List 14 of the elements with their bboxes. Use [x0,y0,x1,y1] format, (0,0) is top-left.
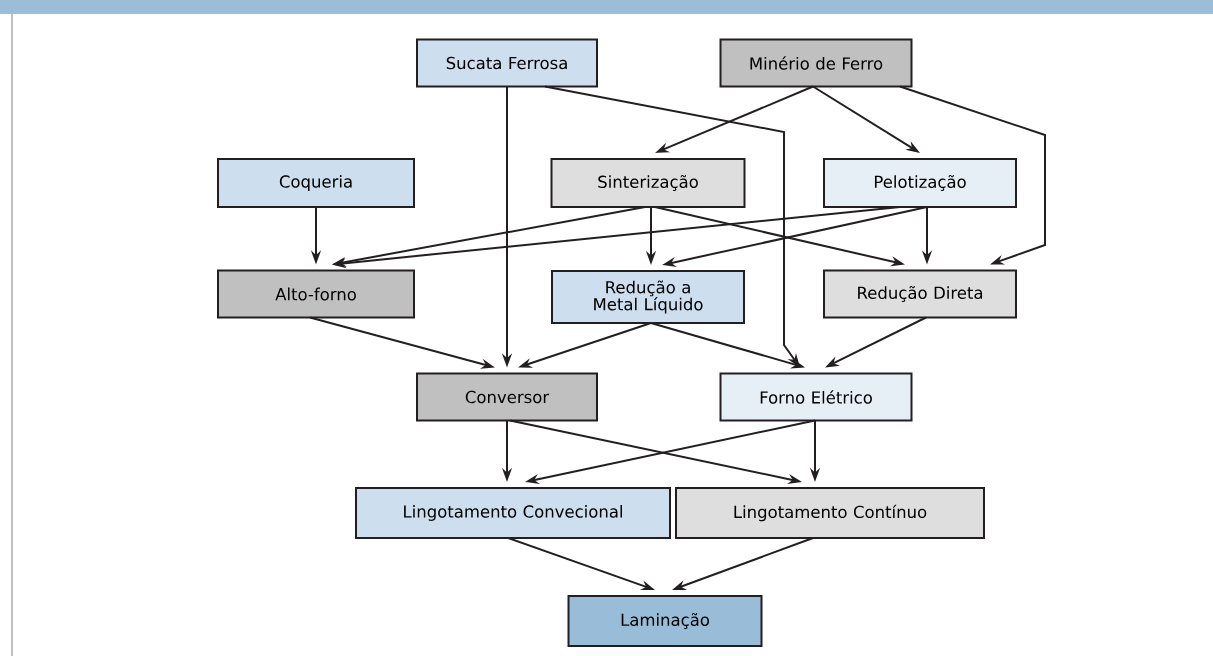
process-box: Sinterização [550,158,746,208]
arrow [899,85,1046,265]
process-box: Conversor [416,372,598,422]
process-box: Lingotamento Contínuo [675,487,985,539]
process-box: Minério de Ferro [719,38,913,88]
process-box: Sucata Ferrosa [416,38,598,88]
process-box: Redução a Metal Líquido [551,270,745,324]
process-box: Lingotamento Convecional [355,487,671,539]
process-box: Pelotização [823,158,1017,208]
process-box: Forno Elétrico [719,372,913,422]
process-box: Laminação [567,595,763,647]
process-box: Redução Direta [823,269,1017,319]
process-box: Alto-forno [217,269,415,319]
process-box: Coqueria [217,158,415,208]
